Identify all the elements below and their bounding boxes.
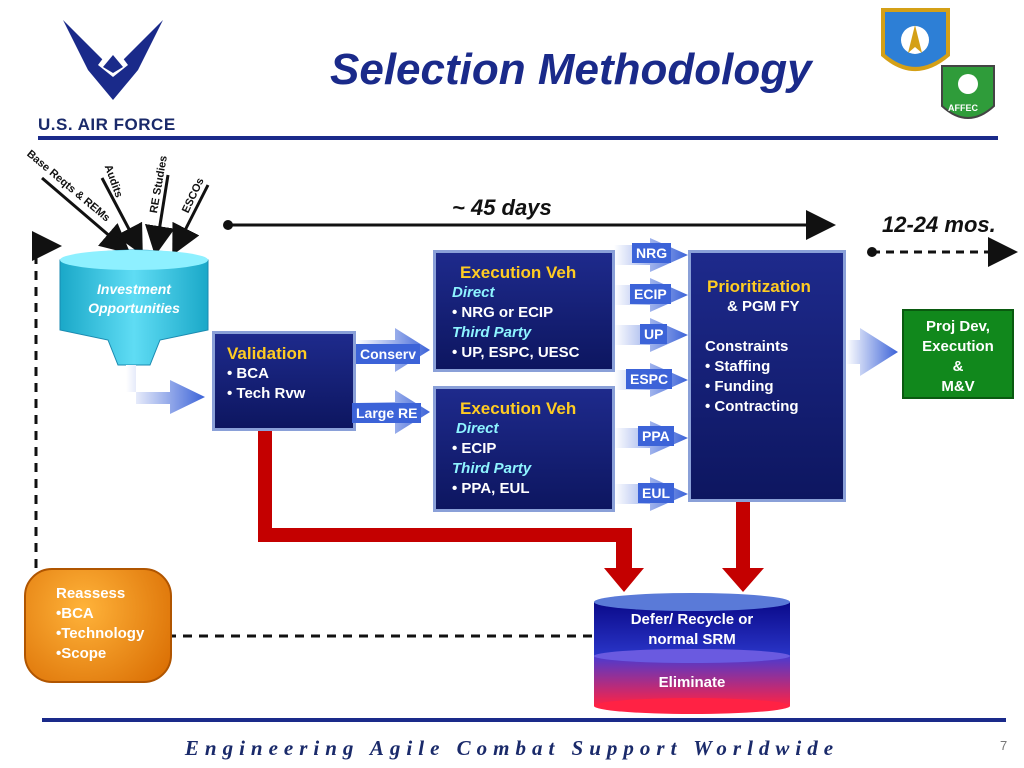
feedback-dashed-return: [32, 231, 62, 568]
timeline-short-label: ~ 45 days: [452, 195, 552, 220]
proj-dev-line-2: Execution: [922, 338, 994, 355]
exec-veh-1-direct-items: • NRG or ECIP: [452, 304, 554, 321]
proj-dev-line-1: Proj Dev,: [926, 318, 990, 335]
page-number: 7: [1000, 738, 1008, 753]
header-divider: [38, 136, 998, 140]
reassess-technology: •Technology: [56, 625, 145, 642]
reassess-box: Reassess •BCA •Technology •Scope: [24, 568, 172, 683]
exec-veh-1-title: Execution Veh: [460, 263, 577, 282]
prioritization-sub: & PGM FY: [727, 298, 800, 315]
page-title: Selection Methodology: [330, 45, 812, 94]
command-seal-icon: [881, 8, 950, 71]
prioritization-defer-red-arrow: [722, 502, 764, 592]
exec-veh-1-third-party-items: • UP, ESPC, UESC: [452, 344, 580, 361]
prioritization-title: Prioritization: [707, 277, 811, 296]
execution-veh-box-1: Execution Veh Direct • NRG or ECIP Third…: [433, 250, 615, 372]
exec-veh-2-third-party: Third Party: [452, 460, 532, 477]
proj-dev-line-4: M&V: [941, 378, 975, 395]
input-arrow-4: [172, 184, 210, 256]
reassess-scope: •Scope: [56, 645, 107, 662]
cylinder-bottom-section: [594, 656, 790, 706]
funnel-top: [60, 250, 208, 270]
timeline-long-label: 12-24 mos.: [882, 212, 996, 237]
cylinder-defer-label: Defer/ Recycle or normal SRM: [630, 611, 754, 648]
cylinder-eliminate-label: Eliminate: [658, 674, 726, 691]
vehicle-label-nrg: NRG: [632, 243, 672, 263]
constraint-staffing: • Staffing: [705, 358, 771, 375]
reassess-bca: •BCA: [56, 605, 94, 622]
proj-dev-line-3: &: [952, 358, 964, 375]
proj-dev-box: Proj Dev, Execution & M&V: [902, 309, 1014, 399]
footer-tagline: Engineering Agile Combat Support Worldwi…: [184, 736, 840, 760]
to-proj-dev-arrow: [846, 328, 898, 376]
exec-veh-2-direct-items: • ECIP: [452, 440, 497, 457]
footer-divider: [42, 718, 1006, 722]
prioritization-box: Prioritization & PGM FY Constraints • St…: [688, 250, 846, 502]
exec-veh-2-third-party-items: • PPA, EUL: [452, 480, 530, 497]
vehicle-label-ppa: PPA: [638, 426, 674, 446]
vehicle-label-eul: EUL: [638, 483, 674, 503]
air-force-wings-logo: [63, 20, 163, 100]
logo-text: U.S. AIR FORCE: [38, 115, 176, 134]
exec-veh-1-direct: Direct: [452, 284, 495, 301]
constraints-heading: Constraints: [705, 338, 789, 355]
vehicle-label-espc: ESPC: [626, 369, 673, 389]
input-arrow-3: [144, 174, 175, 256]
funnel-label: Investment Opportunities: [88, 281, 180, 316]
reassess-title: Reassess: [56, 585, 126, 602]
funnel-to-validation-arrow: [126, 365, 205, 414]
constraint-funding: • Funding: [705, 378, 774, 395]
exec-veh-1-third-party: Third Party: [452, 324, 532, 341]
affec-seal-icon: [941, 65, 995, 119]
validation-box: Validation • BCA • Tech Rvw: [212, 331, 356, 431]
validation-item-tech: • Tech Rvw: [227, 385, 306, 402]
vehicle-label-up: UP: [640, 324, 668, 344]
vehicle-label-ecip: ECIP: [630, 284, 671, 304]
constraint-contracting: • Contracting: [705, 398, 799, 415]
large-re-label: Large RE: [352, 403, 422, 423]
exec-veh-2-title: Execution Veh: [460, 399, 577, 418]
conserv-label: Conserv: [356, 344, 421, 364]
input-arrow-2: [100, 177, 143, 256]
cylinder-top-ellipse: [594, 593, 790, 611]
validation-title: Validation: [227, 344, 308, 363]
validation-item-bca: • BCA: [227, 365, 269, 382]
affec-seal-text: AFFEC: [948, 103, 978, 113]
execution-veh-box-2: Execution Veh Direct • ECIP Third Party …: [433, 386, 615, 512]
input-arrow-1: [41, 176, 131, 254]
exec-veh-2-direct: Direct: [456, 420, 499, 437]
